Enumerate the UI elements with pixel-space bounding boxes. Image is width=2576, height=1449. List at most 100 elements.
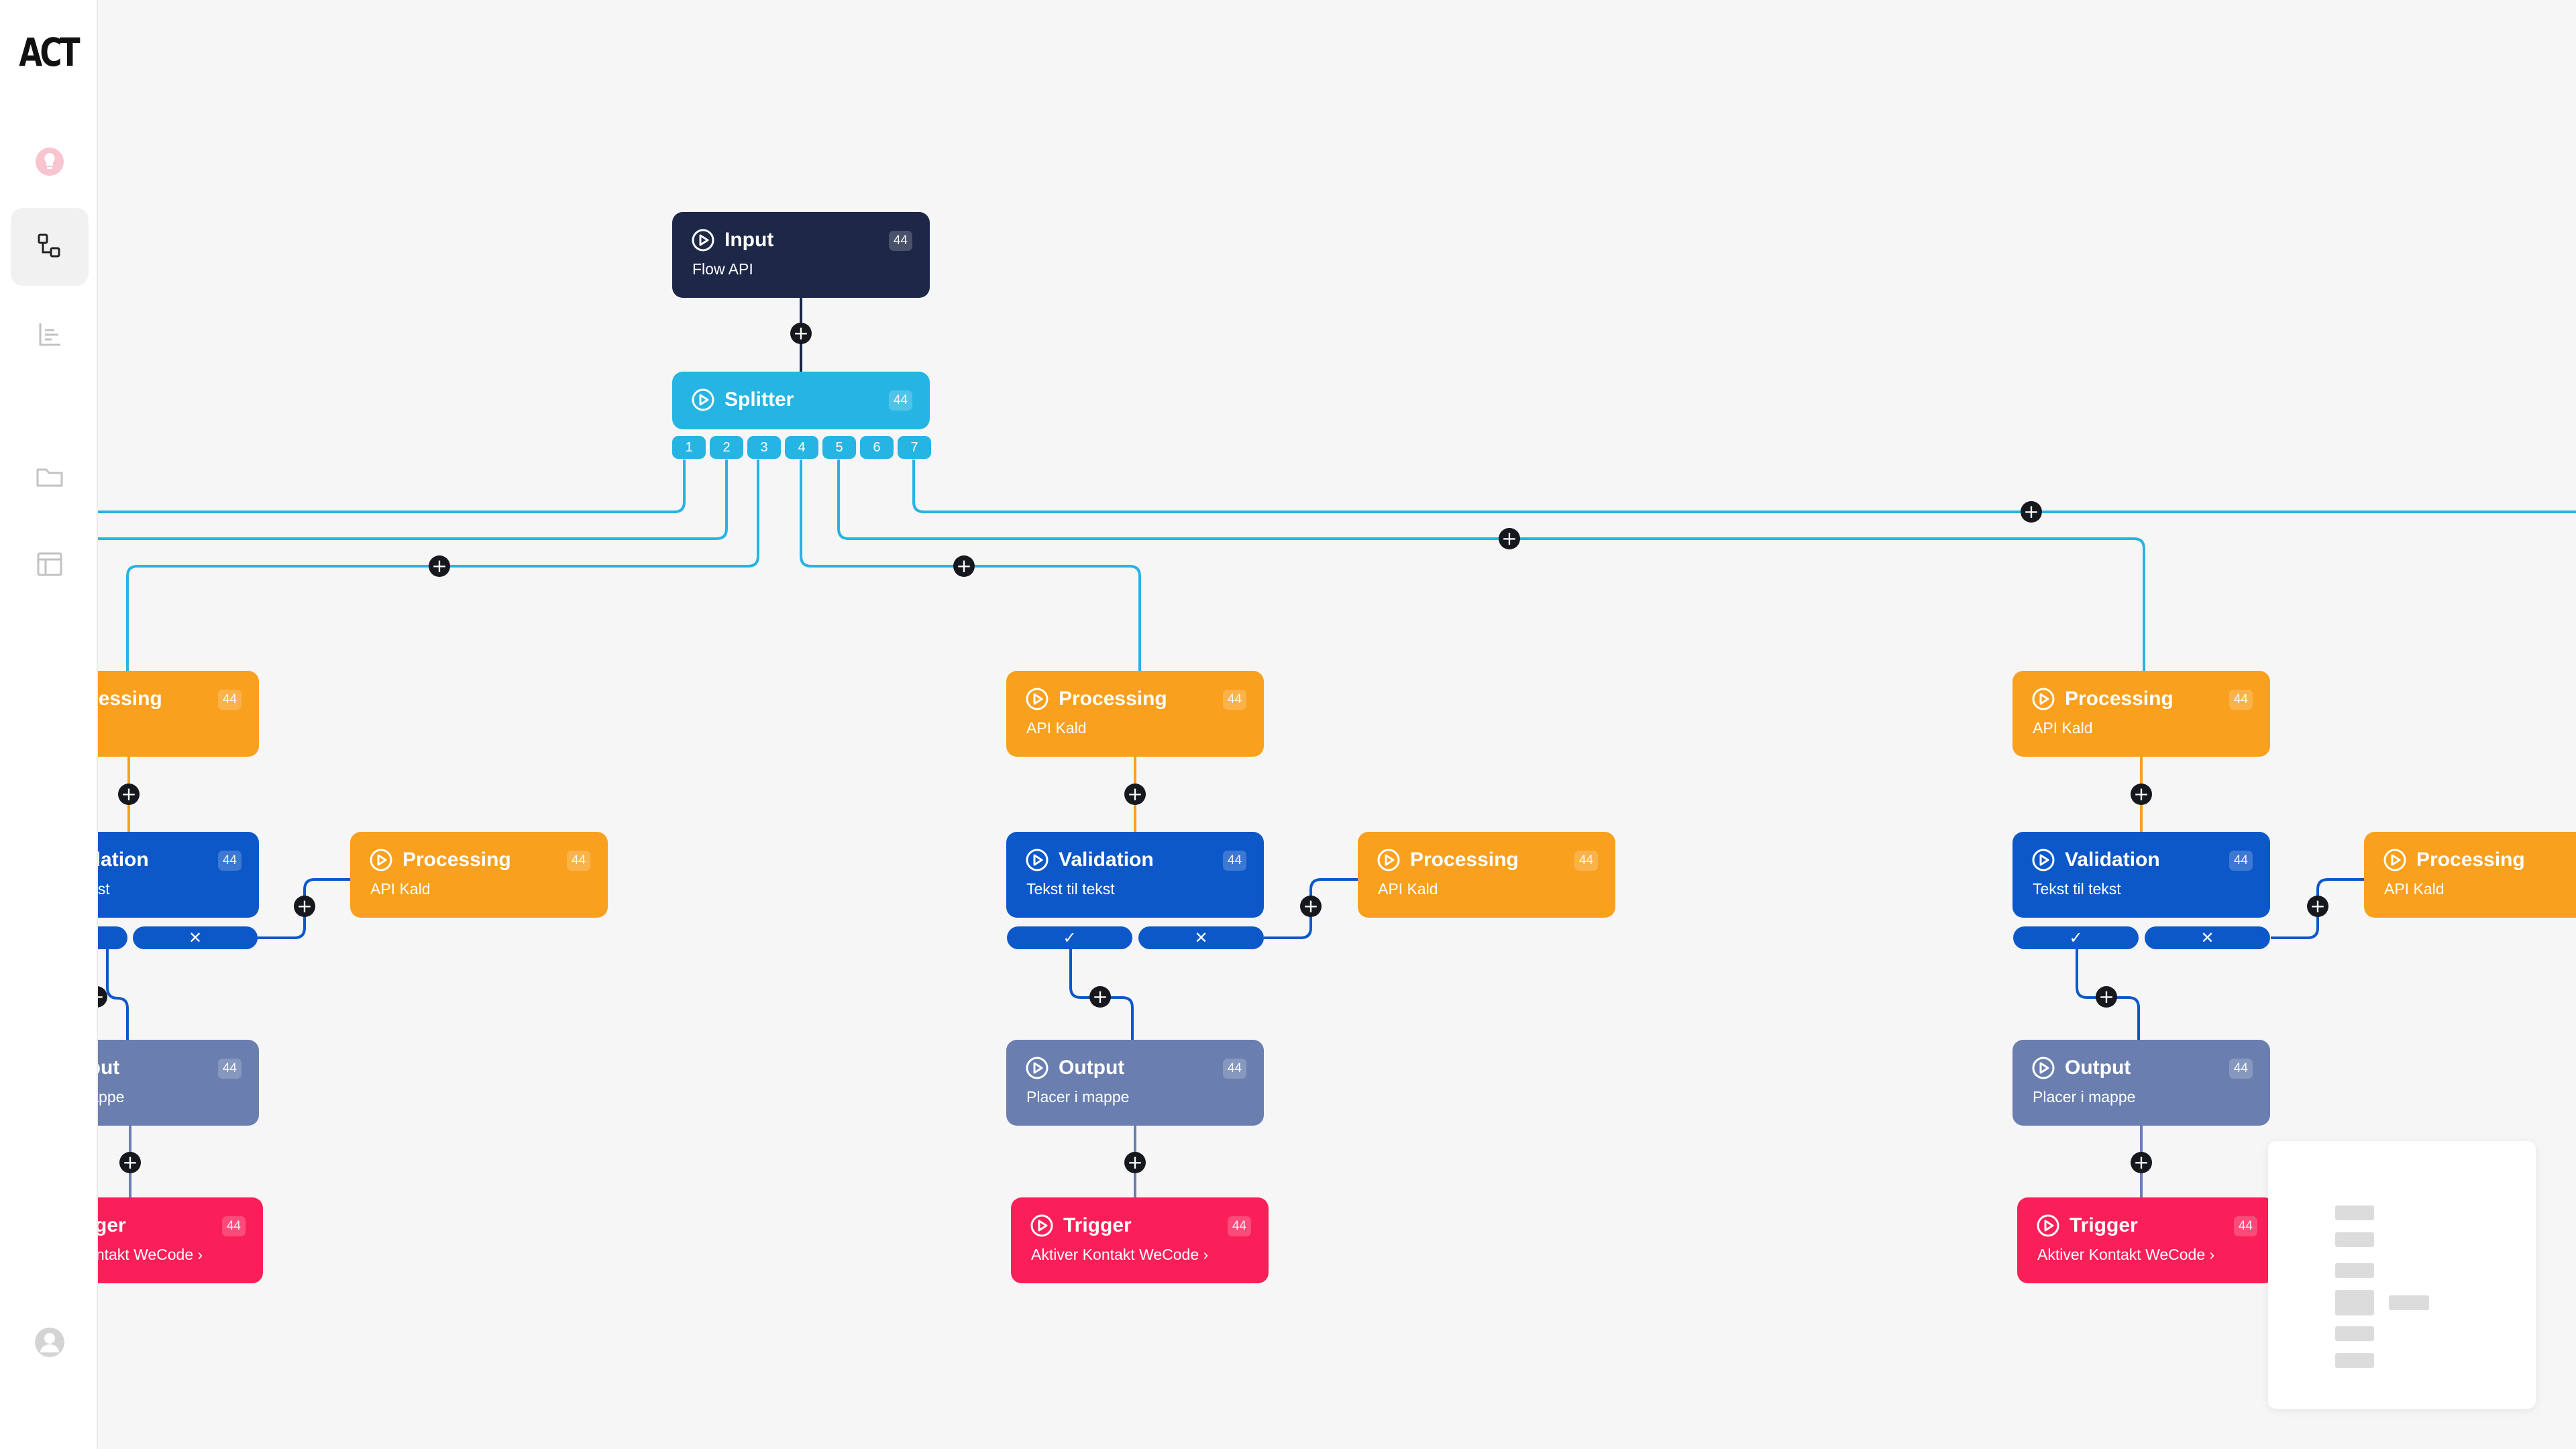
node-subtitle: Aktiver Kontakt WeCode	[1031, 1246, 1199, 1263]
side-processing-node[interactable]: Processing API Kald 44	[1358, 832, 1615, 918]
add-node-button[interactable]: +	[790, 323, 812, 344]
close-icon: ✕	[1194, 928, 1208, 947]
side-processing-node[interactable]: Processing API Kald 44	[2364, 832, 2576, 918]
chevron-right-icon[interactable]: ›	[197, 1246, 203, 1263]
input-node[interactable]: Input Flow API 44	[672, 212, 930, 298]
add-node-button[interactable]: +	[1124, 1152, 1146, 1173]
minimap-block	[2335, 1353, 2374, 1368]
node-subtitle: Tekst til tekst	[2033, 880, 2121, 898]
add-node-button[interactable]: +	[953, 555, 975, 577]
lightbulb-icon	[36, 148, 64, 176]
splitter-port[interactable]: 6	[860, 436, 894, 459]
validation-pass-button[interactable]: ✓	[1007, 926, 1132, 949]
add-node-button[interactable]: +	[2131, 1152, 2152, 1173]
add-node-button[interactable]: +	[1124, 784, 1146, 805]
sidebar-item-flows[interactable]	[11, 208, 89, 286]
trigger-node[interactable]: Trigger Aktiver Kontakt WeCode › 44	[1011, 1197, 1269, 1283]
validation-node[interactable]: Validation Tekst til tekst 44	[2012, 832, 2270, 918]
play-circle-icon	[1026, 688, 1049, 710]
node-subtitle: API Kald	[1378, 880, 1438, 898]
trigger-node[interactable]: Trigger Aktiver Kontakt WeCode › 44	[2017, 1197, 2275, 1283]
output-node[interactable]: Output Placer i mappe 44	[1006, 1040, 1264, 1126]
sidebar-item-tables[interactable]	[11, 525, 89, 603]
processing-node[interactable]: Processing API Kald 44	[2012, 671, 2270, 757]
node-subtitle: API Kald	[370, 880, 431, 898]
sidebar: ACT	[0, 0, 98, 1449]
play-circle-icon	[2032, 849, 2055, 871]
node-count-badge: 44	[2229, 1059, 2253, 1079]
add-node-button[interactable]: +	[1089, 986, 1111, 1008]
splitter-port[interactable]: 1	[672, 436, 706, 459]
sidebar-item-files[interactable]	[11, 438, 89, 516]
minimap[interactable]	[2268, 1141, 2536, 1409]
node-subtitle: API Kald	[2033, 719, 2093, 737]
node-count-badge: 44	[1574, 851, 1598, 871]
node-count-badge: 44	[217, 690, 241, 710]
minimap-block	[2335, 1263, 2374, 1278]
node-count-badge: 44	[888, 390, 912, 411]
splitter-node[interactable]: Splitter 44	[672, 372, 930, 429]
chevron-right-icon[interactable]: ›	[1203, 1246, 1209, 1263]
splitter-port[interactable]: 5	[822, 436, 856, 459]
play-circle-icon	[2032, 688, 2055, 710]
add-node-button[interactable]: +	[1300, 896, 1322, 917]
node-count-badge: 44	[2229, 851, 2253, 871]
chart-icon	[39, 323, 60, 346]
node-count-badge: 44	[221, 1216, 246, 1236]
check-icon: ✓	[2069, 928, 2083, 947]
node-subtitle: Placer i mappe	[2033, 1088, 2136, 1106]
node-count-badge: 44	[217, 851, 241, 871]
add-node-button[interactable]: +	[2131, 784, 2152, 805]
sidebar-item-ideas[interactable]	[11, 123, 89, 201]
node-title: Validation	[2065, 849, 2160, 871]
validation-node[interactable]: Validation Tekst til tekst 44	[1006, 832, 1264, 918]
node-count-badge: 44	[1227, 1216, 1251, 1236]
add-node-button[interactable]: +	[118, 784, 140, 805]
splitter-port[interactable]: 7	[898, 436, 931, 459]
side-processing-node[interactable]: Processing API Kald 44	[350, 832, 608, 918]
play-circle-icon	[2037, 1214, 2059, 1237]
validation-pass-button[interactable]: ✓	[2013, 926, 2139, 949]
node-subtitle: API Kald	[2384, 880, 2445, 898]
play-circle-icon	[1377, 849, 1400, 871]
node-count-badge: 44	[2229, 690, 2253, 710]
play-circle-icon	[370, 849, 392, 871]
splitter-port[interactable]: 4	[785, 436, 818, 459]
add-node-button[interactable]: +	[294, 896, 315, 917]
node-title: Trigger	[2070, 1214, 2138, 1236]
close-icon: ✕	[2200, 928, 2214, 947]
workflow-icon	[38, 233, 60, 258]
node-title: Processing	[402, 849, 511, 871]
splitter-port[interactable]: 3	[747, 436, 781, 459]
splitter-port[interactable]: 2	[710, 436, 743, 459]
node-title: Splitter	[724, 388, 794, 411]
chevron-right-icon[interactable]: ›	[2209, 1246, 2215, 1263]
validation-fail-button[interactable]: ✕	[133, 926, 258, 949]
validation-fail-button[interactable]: ✕	[1138, 926, 1264, 949]
user-avatar-button[interactable]	[11, 1303, 89, 1381]
processing-node[interactable]: Processing API Kald 44	[1006, 671, 1264, 757]
minimap-block	[2335, 1232, 2374, 1247]
user-avatar	[35, 1328, 64, 1357]
minimap-block	[2389, 1295, 2429, 1310]
node-count-badge: 44	[1222, 1059, 1246, 1079]
add-node-button[interactable]: +	[119, 1152, 141, 1173]
node-count-badge: 44	[888, 231, 912, 251]
minimap-block	[2335, 1326, 2374, 1341]
node-count-badge: 44	[566, 851, 590, 871]
validation-fail-button[interactable]: ✕	[2145, 926, 2270, 949]
node-title: Validation	[1059, 849, 1154, 871]
output-node[interactable]: Output Placer i mappe 44	[2012, 1040, 2270, 1126]
add-node-button[interactable]: +	[1499, 528, 1520, 549]
add-node-button[interactable]: +	[2096, 986, 2117, 1008]
play-circle-icon	[692, 229, 714, 252]
add-node-button[interactable]: +	[2307, 896, 2328, 917]
add-node-button[interactable]: +	[429, 555, 450, 577]
minimap-block	[2335, 1205, 2374, 1220]
node-subtitle: API Kald	[1026, 719, 1087, 737]
sidebar-item-analytics[interactable]	[11, 295, 89, 373]
add-node-button[interactable]: +	[2021, 501, 2042, 523]
node-subtitle: Tekst til tekst	[1026, 880, 1115, 898]
play-circle-icon	[1030, 1214, 1053, 1237]
